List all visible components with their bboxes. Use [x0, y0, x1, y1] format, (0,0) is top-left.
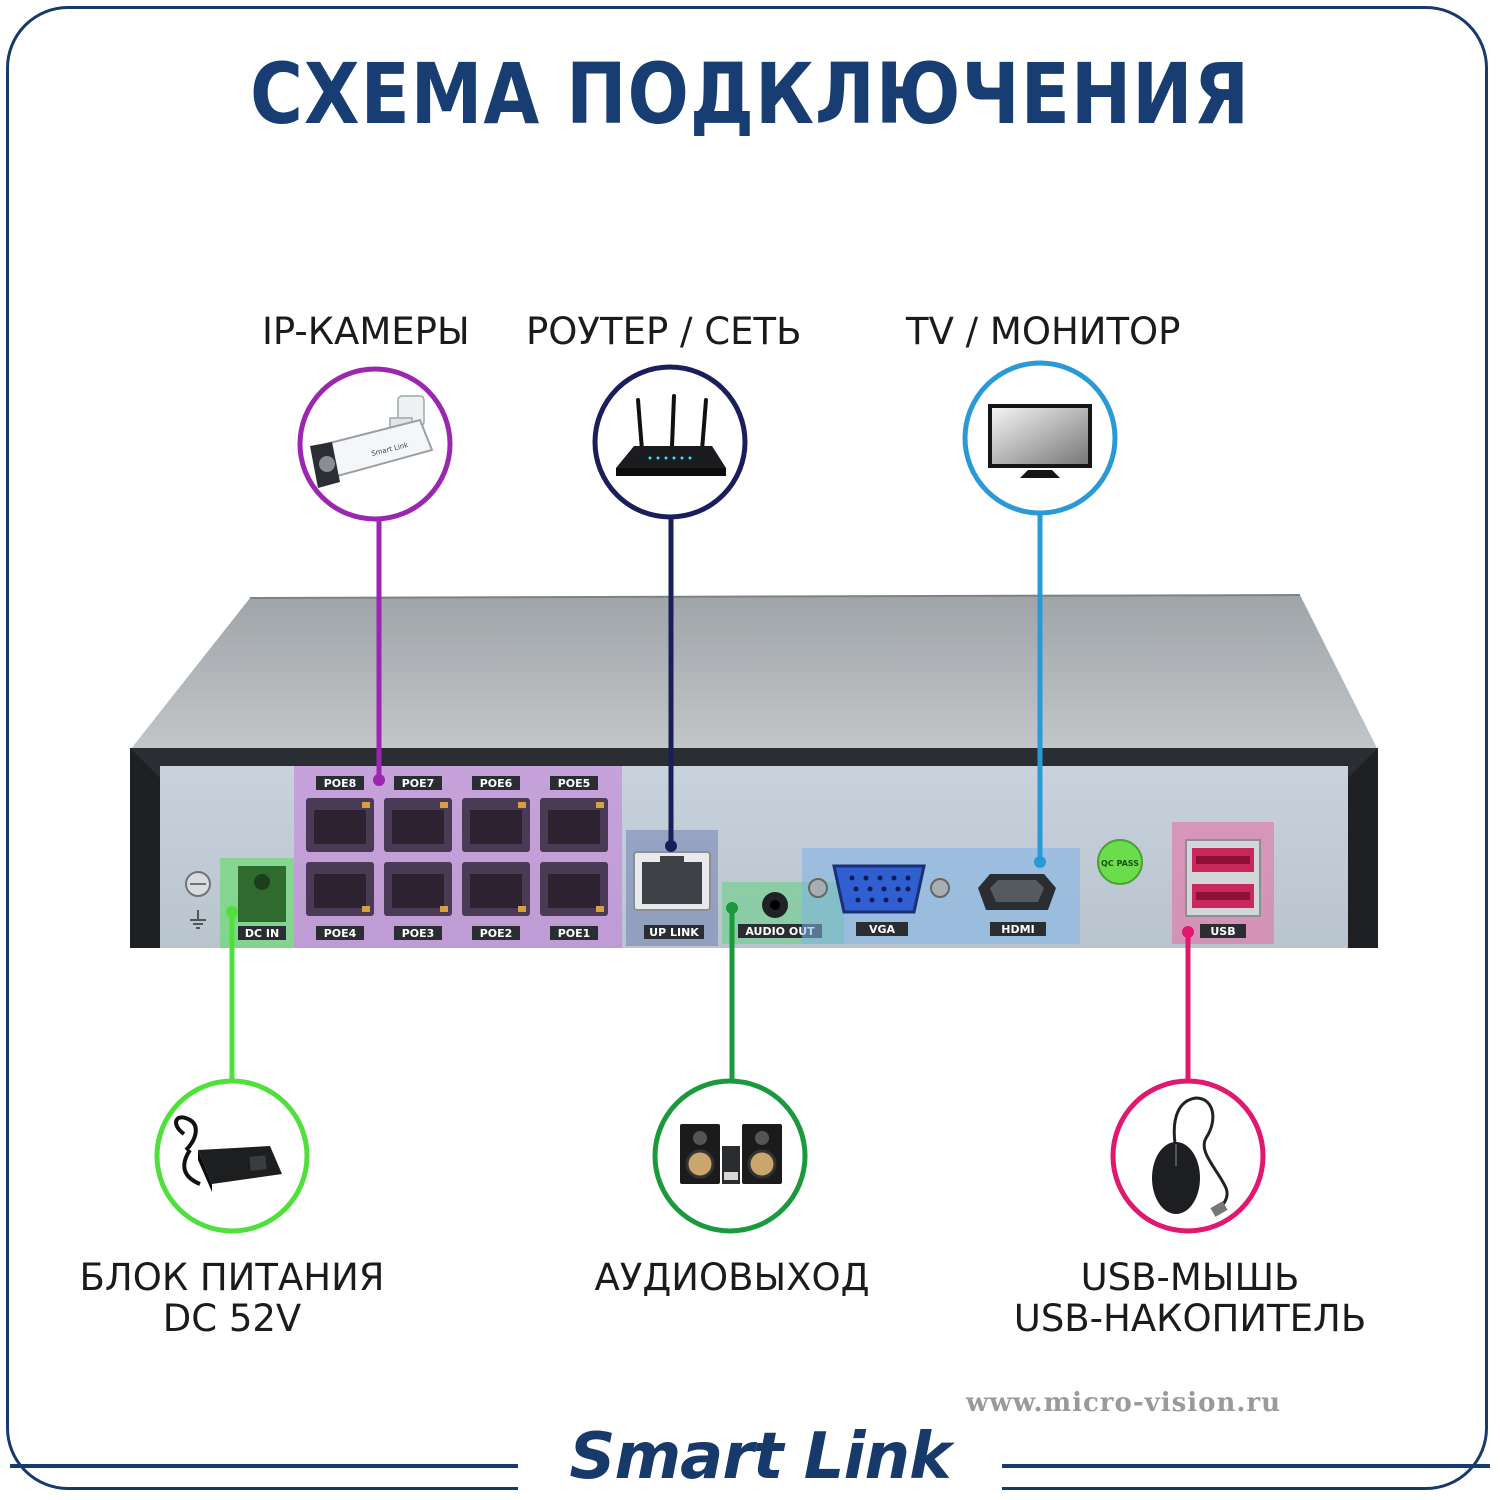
label-audio: АУДИОВЫХОД [594, 1256, 870, 1299]
label-usb: USB-МЫШЬ USB-НАКОПИТЕЛЬ [990, 1256, 1390, 1340]
wifi-router-icon [616, 394, 726, 476]
label-power: БЛОК ПИТАНИЯ DC 52V [60, 1256, 404, 1340]
label-power-line2: DC 52V [162, 1296, 302, 1340]
page-title: СХЕМА ПОДКЛЮЧЕНИЯ [250, 45, 1250, 143]
connector-dot-usb [1182, 926, 1194, 938]
usb-circle [1110, 1078, 1266, 1234]
usb-port-block: USB [1172, 822, 1274, 944]
qc-pass-text: QC PASS [1101, 859, 1139, 868]
ground-screw-icon [185, 871, 211, 929]
label-router: РОУТЕР / СЕТЬ [526, 310, 802, 353]
connector-dot-power [226, 906, 238, 918]
label-power-line1: БЛОК ПИТАНИЯ [79, 1256, 385, 1299]
poe-tag-poe2: POE2 [480, 927, 513, 940]
vga-port: VGA [808, 864, 950, 936]
usb-mouse-icon [1152, 1096, 1229, 1217]
website-url: www.micro-vision.ru [966, 1388, 1282, 1418]
usb-tag: USB [1210, 925, 1235, 938]
label-usb-line1: USB-МЫШЬ [1080, 1256, 1300, 1299]
poe-tag-poe6: POE6 [480, 777, 513, 790]
tv-monitor-icon [988, 404, 1092, 478]
poe-tag-poe5: POE5 [558, 777, 591, 790]
bullet-camera-icon: Smart Link [310, 395, 434, 488]
poe-port-poe1: POE1 [540, 862, 608, 940]
hdmi-tag: HDMI [1001, 923, 1034, 936]
nvr-top-lid [130, 594, 1378, 750]
video-output-block: VGA HDMI [802, 848, 1080, 944]
poe-tag-poe7: POE7 [402, 777, 435, 790]
poe-tag-poe3: POE3 [402, 927, 435, 940]
tv-circle [962, 360, 1118, 516]
poe-port-poe7: POE7 [384, 776, 452, 852]
connector-dot-router [665, 840, 677, 852]
speakers-icon [680, 1124, 782, 1184]
poe-tag-poe8: POE8 [324, 777, 357, 790]
poe-port-poe6: POE6 [462, 776, 530, 852]
audio-out-tag: AUDIO OUT [745, 925, 815, 938]
connector-dot-tv [1034, 856, 1046, 868]
poe-port-poe4: POE4 [306, 862, 374, 940]
poe-port-poe8: POE8 [306, 776, 374, 852]
connector-dot-audio [726, 902, 738, 914]
router-circle [592, 364, 748, 520]
ip-camera-circle: Smart Link [297, 366, 453, 522]
hdmi-port: HDMI [978, 874, 1056, 936]
poe-port-poe5: POE5 [540, 776, 608, 852]
poe-port-poe3: POE3 [384, 862, 452, 940]
qc-pass-sticker: QC PASS [1097, 839, 1143, 885]
power-circle [154, 1078, 310, 1234]
uplink-tag: UP LINK [649, 926, 699, 939]
dc-in-port: DC IN [220, 858, 294, 948]
label-tv: TV / МОНИТОР [906, 310, 1181, 353]
brand-logo-text: Smart Link [569, 1420, 951, 1494]
label-usb-line2: USB-НАКОПИТЕЛЬ [1013, 1296, 1367, 1340]
label-ip-cameras: IP-КАМЕРЫ [262, 310, 470, 353]
connector-dot-ip-cameras [373, 774, 385, 786]
audio-circle [652, 1078, 808, 1234]
poe-port-poe2: POE2 [462, 862, 530, 940]
poe-tag-poe1: POE1 [558, 927, 591, 940]
brand-logo: Smart Link [518, 1420, 1002, 1500]
dc-in-tag: DC IN [245, 927, 279, 940]
vga-tag: VGA [869, 923, 896, 936]
power-adapter-icon [174, 1115, 282, 1192]
poe-tag-poe4: POE4 [324, 927, 357, 940]
